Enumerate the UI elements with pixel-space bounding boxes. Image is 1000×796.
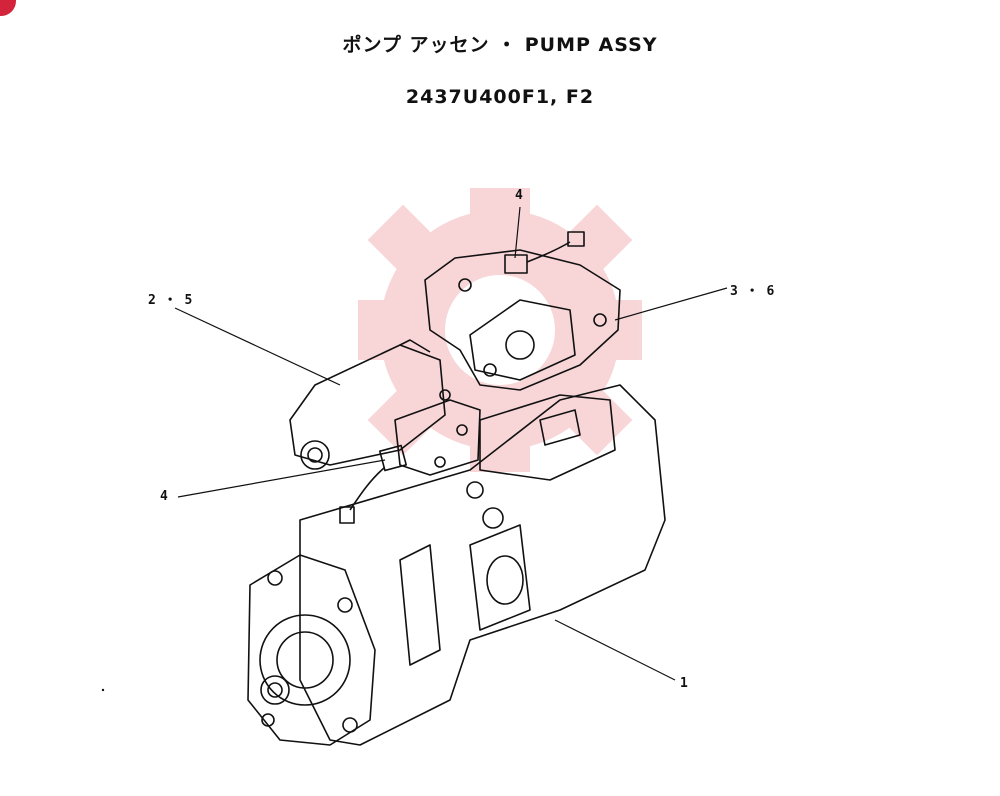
leader-line-1 (554, 619, 676, 681)
sensor-top (504, 254, 528, 274)
leader-line-4-left (177, 459, 386, 498)
leader-line-2-5 (174, 307, 341, 386)
callout-4-top: 4 (515, 188, 523, 203)
callout-2-5: 2 ・ 5 (148, 293, 193, 308)
regulator-top (424, 249, 621, 391)
watermark-gear-icon (358, 188, 642, 472)
part-number-label: 2437U400F1, F2 (405, 86, 595, 108)
callout-3-6: 3 ・ 6 (730, 284, 775, 299)
leader-line-4-top (514, 206, 521, 259)
drawing-title: ポンプ アッセン ・ PUMP ASSY (342, 34, 658, 56)
spline-shaft (260, 675, 290, 705)
pump-main-housing (299, 384, 666, 746)
sensor-cable-left (349, 467, 385, 511)
sensor-left (378, 444, 408, 472)
callout-4-left: 4 (160, 489, 168, 504)
eye-bolt (482, 507, 504, 529)
callout-1: 1 (680, 676, 688, 691)
shaft-flange-circle (259, 614, 351, 706)
pump-top-block (479, 394, 616, 481)
leader-line-3-6 (614, 287, 728, 321)
regulator-left (289, 344, 446, 466)
front-flange (247, 554, 376, 746)
